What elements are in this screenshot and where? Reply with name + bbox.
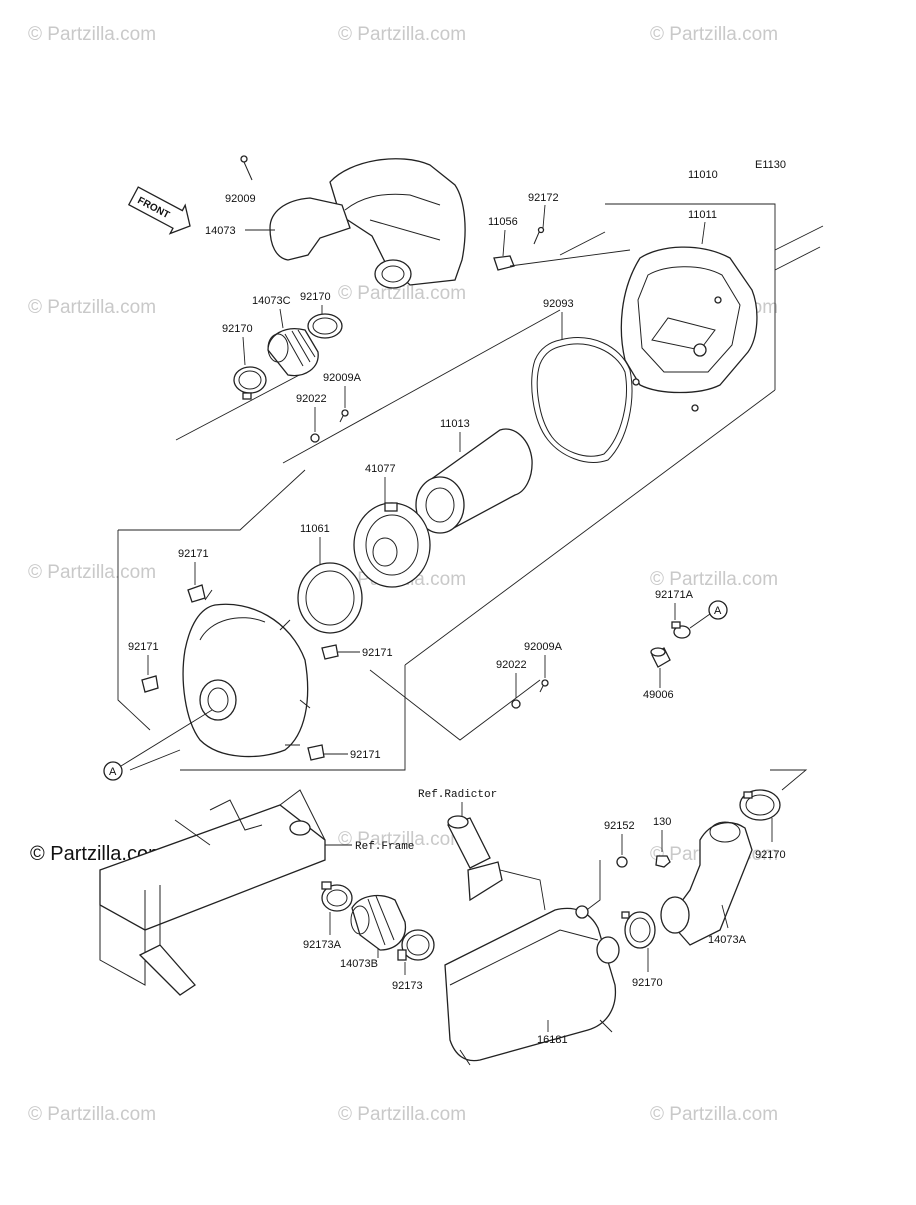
label-11010: 11010 xyxy=(688,169,718,181)
clamp-92173a xyxy=(321,881,353,912)
label-92022-mid: 92022 xyxy=(496,659,527,671)
watermark: © Partzilla.com xyxy=(338,829,466,850)
intake-duct-14073 xyxy=(269,158,466,289)
watermark: © Partzilla.com xyxy=(650,1104,778,1125)
bolt-92009 xyxy=(240,155,253,181)
label-92170-top: 92170 xyxy=(300,291,331,303)
clip-92171-a xyxy=(187,584,206,603)
pre-cleaner-41077 xyxy=(353,502,431,588)
clip-92171-d xyxy=(307,744,325,761)
ref-frame-label: Ref.Frame xyxy=(355,841,414,853)
washer-92152 xyxy=(616,856,628,868)
label-92173a: 92173A xyxy=(303,939,342,951)
svg-text:A: A xyxy=(714,605,722,617)
watermark: © Partzilla.com xyxy=(338,283,466,304)
label-92170-br: 92170 xyxy=(755,849,786,861)
label-92093: 92093 xyxy=(543,298,574,310)
bolt-92009a-top xyxy=(339,409,349,423)
washer-92022-mid xyxy=(511,699,521,709)
bracket-11056 xyxy=(493,255,515,271)
silencer-16181 xyxy=(444,905,620,1066)
label-14073c: 14073C xyxy=(252,295,291,307)
label-92152: 92152 xyxy=(604,820,635,832)
gasket-92093 xyxy=(531,337,633,463)
label-92171a: 92171A xyxy=(655,589,694,601)
label-92009a-top: 92009A xyxy=(323,372,362,384)
label-92171-b: 92171 xyxy=(128,641,159,653)
label-92170-bm: 92170 xyxy=(632,977,663,989)
label-92170-left: 92170 xyxy=(222,323,253,335)
bolt-92009a-mid xyxy=(539,679,549,693)
label-130: 130 xyxy=(653,816,671,828)
label-11061: 11061 xyxy=(300,523,330,535)
label-92171-a: 92171 xyxy=(178,548,209,560)
label-14073a: 14073A xyxy=(708,934,747,946)
label-16181: 16181 xyxy=(537,1034,568,1046)
svg-text:A: A xyxy=(109,766,117,778)
clamp-92170-bottom-right xyxy=(739,789,781,821)
seal-11061 xyxy=(297,562,363,634)
watermark: © Partzilla.com xyxy=(650,569,778,590)
intake-duct-14073a xyxy=(660,821,753,946)
washer-92022-top xyxy=(310,433,320,443)
watermark: © Partzilla.com xyxy=(28,297,156,318)
hose-14073b xyxy=(350,894,407,951)
label-41077: 41077 xyxy=(365,463,396,475)
label-11056: 11056 xyxy=(488,216,518,228)
watermark: © Partzilla.com xyxy=(338,1104,466,1125)
callout-a-right: A xyxy=(689,600,728,629)
clamp-92170-bottom-mid xyxy=(621,911,656,949)
clamp-92170-top xyxy=(307,313,343,339)
watermark: © Partzilla.com xyxy=(28,562,156,583)
label-92009: 92009 xyxy=(225,193,256,205)
air-cleaner-case-11011 xyxy=(620,246,758,412)
radiator-hose-reference xyxy=(447,815,546,911)
label-92171-c: 92171 xyxy=(362,647,393,659)
callout-a-left: A xyxy=(103,709,213,781)
cap-49006 xyxy=(650,647,671,668)
label-92022-top: 92022 xyxy=(296,393,327,405)
label-92009a-mid: 92009A xyxy=(524,641,563,653)
watermark: © Partzilla.com xyxy=(650,24,778,45)
label-92171-d: 92171 xyxy=(350,749,381,761)
diagram-code: E1130 xyxy=(755,159,786,171)
clamp-92170-left xyxy=(233,366,267,400)
clamp-92173 xyxy=(397,929,435,961)
filter-element-11013 xyxy=(415,428,533,534)
label-14073: 14073 xyxy=(205,225,236,237)
clip-92171-c xyxy=(321,644,339,660)
label-92173: 92173 xyxy=(392,980,423,992)
frame-reference xyxy=(99,789,326,996)
watermark: © Partzilla.com xyxy=(28,1104,156,1125)
watermark: © Partzilla.com xyxy=(28,24,156,45)
clamp-92171a xyxy=(671,621,691,639)
clip-92171-b xyxy=(141,675,159,693)
hose-14073c xyxy=(267,328,319,377)
nut-130 xyxy=(655,855,671,868)
label-49006: 49006 xyxy=(643,689,674,701)
screw-92172 xyxy=(533,226,545,245)
ref-radiator-label: Ref.Radictor xyxy=(418,789,497,801)
front-arrow-icon: FRONT xyxy=(127,186,191,235)
label-11013: 11013 xyxy=(440,418,470,430)
label-92172: 92172 xyxy=(528,192,559,204)
label-11011: 11011 xyxy=(688,209,717,221)
label-14073b: 14073B xyxy=(340,958,378,970)
watermark: © Partzilla.com xyxy=(338,24,466,45)
air-cleaner-cap xyxy=(182,589,311,758)
